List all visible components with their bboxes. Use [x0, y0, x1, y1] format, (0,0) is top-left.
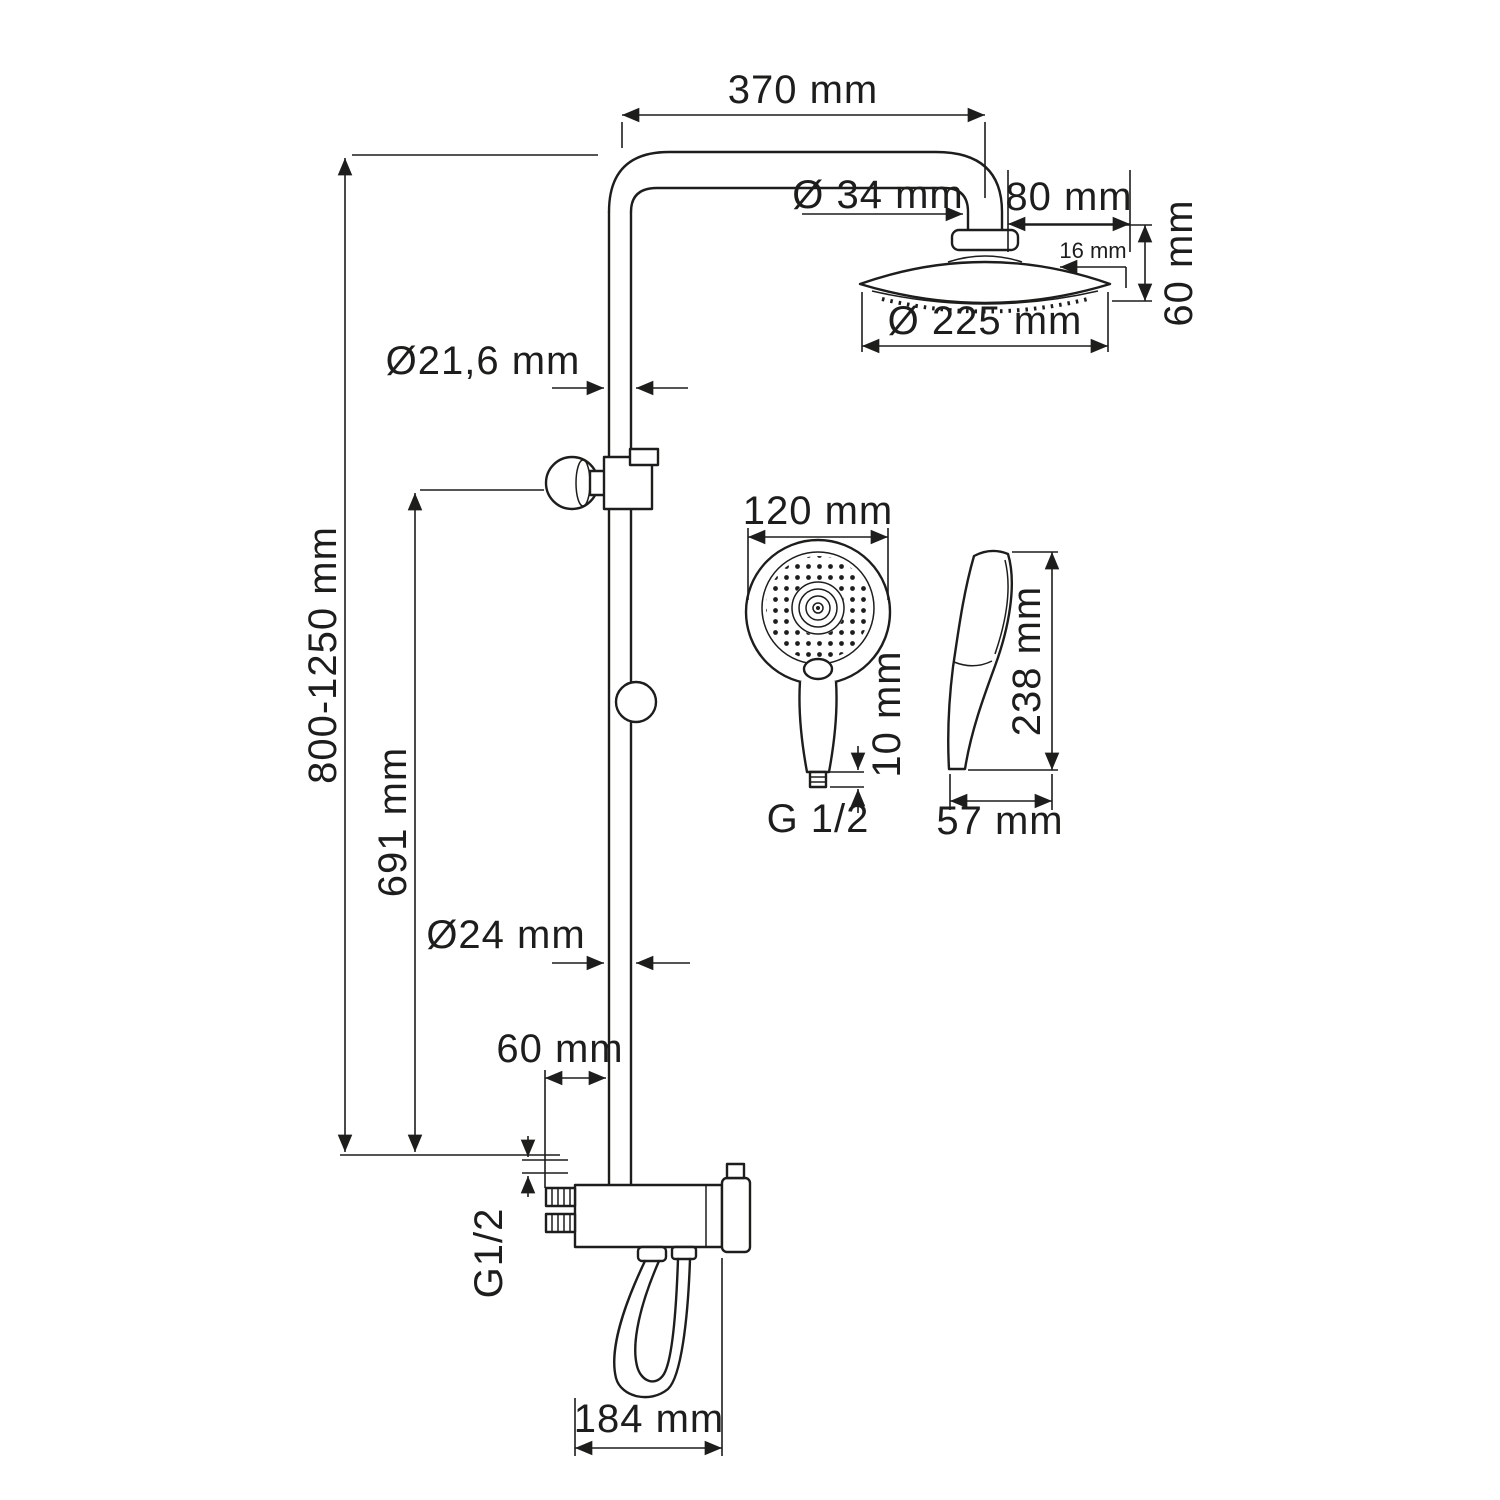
- dim-60-head-label: 60 mm: [1157, 199, 1201, 326]
- dim-370-label: 370 mm: [728, 68, 879, 112]
- dim-d225-label: Ø 225 mm: [888, 299, 1083, 343]
- shower-system-outline: [544, 150, 1112, 1399]
- wall-fittings: [544, 1186, 577, 1234]
- dim-d24-label: Ø24 mm: [426, 913, 585, 957]
- riser-pipe: [607, 150, 1004, 1187]
- dim-80-label: 80 mm: [1005, 175, 1132, 219]
- dim-691-label: 691 mm: [371, 747, 415, 898]
- dim-10-label: 10 mm: [865, 650, 909, 777]
- shower-hose: [613, 1257, 692, 1399]
- mixer-housing: [573, 1183, 724, 1249]
- dim-120-label: 120 mm: [743, 489, 894, 533]
- mixer-right-cap: [720, 1176, 752, 1254]
- hand-shower-holder: [614, 680, 658, 724]
- slider-bracket: [544, 447, 660, 511]
- dim-800-1250-label: 800-1250 mm: [301, 526, 345, 784]
- head-connector: [950, 228, 1020, 252]
- handle-connector-nub: [808, 770, 828, 789]
- hose-connector: [670, 1245, 698, 1261]
- thread-g12-mixer-label: G1/2: [467, 1208, 511, 1299]
- dim-d216-label: Ø21,6 mm: [386, 339, 581, 383]
- mode-button: [802, 657, 834, 681]
- dim-d34-label: Ø 34 mm: [792, 173, 963, 217]
- dim-238-label: 238 mm: [1005, 586, 1049, 737]
- dim-57-label: 57 mm: [936, 799, 1063, 843]
- thread-g12-hand-label: G 1/2: [767, 797, 870, 841]
- hose-outlet: [636, 1245, 668, 1263]
- hand-shower-side-view: [947, 549, 1013, 771]
- dim-16-label: 16 mm: [1059, 238, 1126, 263]
- nozzle-texture: [881, 297, 1089, 314]
- hand-shower-front-view: [744, 538, 892, 789]
- dimension-lines: [337, 107, 1153, 1456]
- mixer-body: [544, 1162, 752, 1399]
- dim-184-label: 184 mm: [574, 1397, 725, 1441]
- dim-60-wall-label: 60 mm: [496, 1027, 623, 1071]
- dimension-labels: 370 mm Ø 34 mm 80 mm 16 mm 60 mm Ø 225 m…: [301, 68, 1201, 1441]
- overhead-shower-head: [858, 228, 1112, 314]
- diverter-button: [725, 1162, 746, 1180]
- hand-shower-handle: [798, 680, 838, 774]
